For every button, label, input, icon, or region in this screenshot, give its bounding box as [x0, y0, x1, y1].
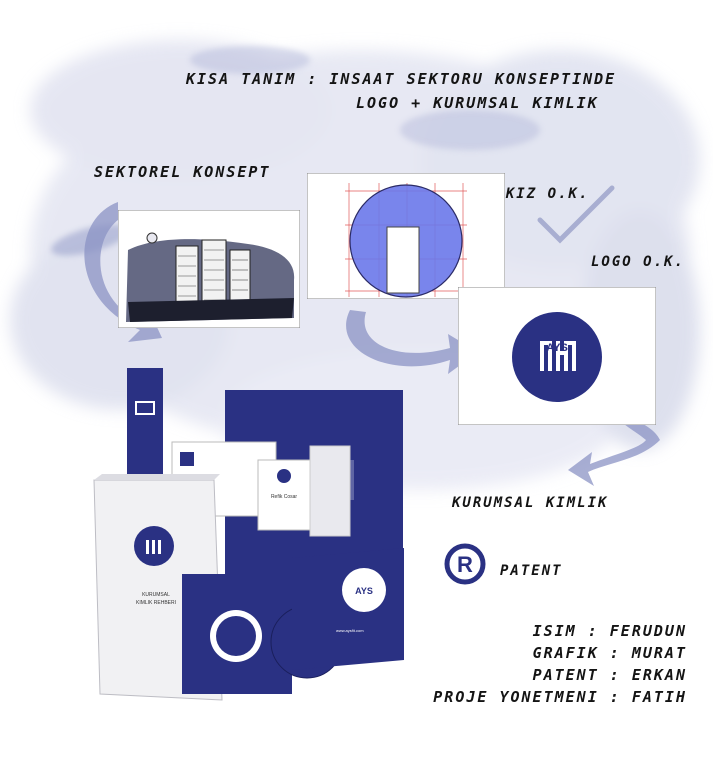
card-name: Refik Cosar — [271, 494, 297, 500]
step-identity-label: KURUMSAL KIMLIK — [452, 495, 609, 511]
logo-letters: AYS — [546, 342, 568, 354]
step-concept-label: SEKTOREL KONSEPT — [94, 163, 271, 181]
credit-project-manager: PROJE YONETMENI : FATIH — [433, 688, 687, 706]
credits-block: ISIM : FERUDUN GRAFIK : MURAT PATENT : E… — [433, 620, 687, 708]
sketch-image — [307, 173, 505, 299]
concept-skyline-image — [118, 210, 300, 328]
folder-logo-letters: AYS — [355, 586, 373, 596]
book-title-2: KIMLIK REHBERI — [136, 600, 176, 606]
book-title-1: KURUMSAL — [142, 592, 170, 598]
registered-trademark-icon: R — [444, 543, 486, 585]
corporate-identity-mockup: Refik Cosar KURUMSAL KIMLIK REHBERI AYS … — [93, 368, 404, 701]
final-logo-image: AYS — [458, 287, 656, 425]
patent-symbol: R — [457, 552, 473, 577]
folder-web: www.aysfit.com — [336, 628, 364, 633]
credit-name: ISIM : FERUDUN — [532, 622, 687, 640]
step-logo-label: LOGO O.K. — [591, 254, 685, 270]
credit-patent: PATENT : ERKAN — [532, 666, 687, 684]
credit-graphic: GRAFIK : MURAT — [532, 644, 687, 662]
step-sketch-label: ESKIZ O.K. — [485, 186, 590, 202]
heading-line-2: LOGO + KURUMSAL KIMLIK — [356, 94, 599, 112]
heading-line-1: KISA TANIM : INSAAT SEKTORU KONSEPTINDE — [186, 70, 617, 88]
patent-label: PATENT — [500, 563, 563, 579]
